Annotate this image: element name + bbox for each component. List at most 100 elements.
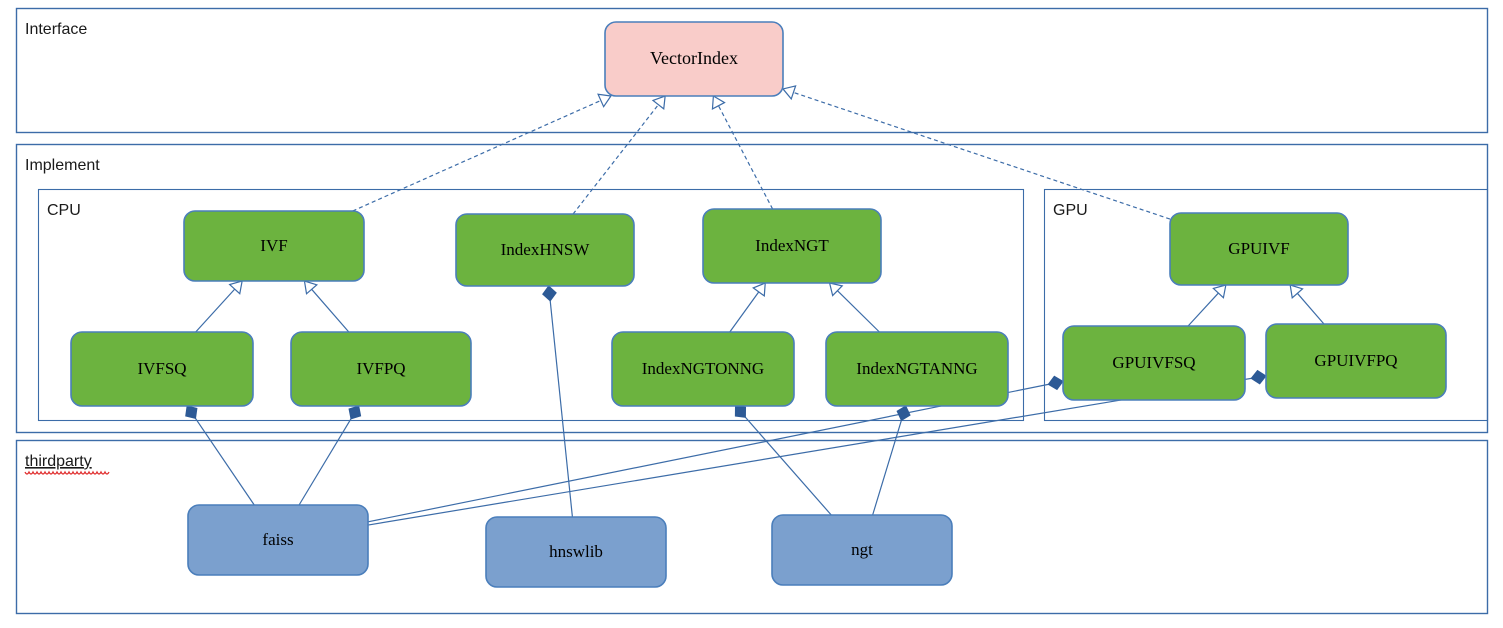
- node-box[interactable]: [455, 213, 635, 287]
- edge-ivfsq-to-ivf: [195, 280, 243, 333]
- node-indexngt[interactable]: IndexNGT: [702, 208, 882, 284]
- node-box[interactable]: [485, 516, 667, 588]
- node-box[interactable]: [183, 210, 365, 282]
- generalization-arrow-icon: [303, 280, 319, 295]
- node-label: faiss: [262, 530, 293, 549]
- composition-diamond-icon: [185, 405, 198, 420]
- realization-arrow-icon: [711, 94, 726, 110]
- node-box[interactable]: [771, 514, 953, 586]
- node-indexhnsw[interactable]: IndexHNSW: [455, 213, 635, 287]
- node-box[interactable]: [825, 331, 1009, 407]
- edge-faiss-to-gpuivfsq: [367, 375, 1064, 523]
- node-box[interactable]: [611, 331, 795, 407]
- spellcheck-underline-icon: [24, 470, 110, 475]
- node-label: GPUIVFSQ: [1112, 353, 1195, 372]
- edge-line: [572, 104, 659, 215]
- node-ivfsq[interactable]: IVFSQ: [70, 331, 254, 407]
- realization-arrow-icon: [597, 93, 612, 108]
- node-box[interactable]: [1265, 323, 1447, 399]
- edges: [185, 85, 1325, 526]
- group-label-cpu: CPU: [47, 202, 81, 219]
- group-cpu: CPU: [37, 188, 1025, 422]
- edge-line: [195, 418, 255, 506]
- edge-line: [311, 288, 350, 333]
- generalization-arrow-icon: [228, 280, 243, 295]
- node-box[interactable]: [604, 21, 784, 97]
- edge-faiss-to-ivfsq: [185, 405, 255, 506]
- group-border-interface: [15, 7, 1489, 134]
- group-label-gpu: GPU: [1053, 202, 1088, 219]
- node-label: IndexNGTANNG: [856, 359, 977, 378]
- node-gpuivfpq[interactable]: GPUIVFPQ: [1265, 323, 1447, 399]
- generalization-arrow-icon: [1212, 284, 1227, 299]
- node-gpuivf[interactable]: GPUIVF: [1169, 212, 1349, 286]
- edge-line: [1187, 292, 1219, 327]
- node-gpuivfsq[interactable]: GPUIVFSQ: [1062, 325, 1246, 401]
- group-thirdparty: thirdparty: [15, 439, 1489, 615]
- generalization-arrow-icon: [1289, 284, 1304, 299]
- edge-faiss-to-ivfpq: [298, 405, 362, 506]
- node-hnswlib[interactable]: hnswlib: [485, 516, 667, 588]
- edge-gpuivfsq-to-gpuivf: [1187, 284, 1227, 327]
- node-label: VectorIndex: [650, 48, 738, 68]
- edge-line: [1296, 292, 1325, 325]
- node-ivf[interactable]: IVF: [183, 210, 365, 282]
- node-label: GPUIVFPQ: [1314, 351, 1397, 370]
- edge-line: [352, 99, 602, 212]
- composition-diamond-icon: [542, 285, 557, 302]
- generalization-arrow-icon: [828, 282, 844, 297]
- edge-ivf-to-vectorindex: [352, 93, 612, 212]
- node-faiss[interactable]: faiss: [187, 504, 369, 576]
- realization-arrow-icon: [781, 85, 797, 101]
- edge-line: [195, 288, 236, 333]
- edge-ivfpq-to-ivf: [303, 280, 350, 333]
- edge-line: [793, 91, 1171, 220]
- edge-line: [298, 418, 352, 506]
- node-box[interactable]: [187, 504, 369, 576]
- edge-line: [367, 383, 1049, 523]
- composition-diamond-icon: [348, 405, 362, 420]
- group-border-gpu: [1043, 188, 1489, 422]
- group-label-thirdparty: thirdparty: [25, 453, 92, 470]
- edge-indexngt-to-vectorindex: [711, 94, 774, 210]
- node-ngt[interactable]: ngt: [771, 514, 953, 586]
- node-label: hnswlib: [549, 542, 603, 561]
- edge-faiss-to-gpuivfpq: [367, 369, 1267, 526]
- node-indexngtanng[interactable]: IndexNGTANNG: [825, 331, 1009, 407]
- node-box[interactable]: [290, 331, 472, 407]
- node-label: IVFSQ: [137, 359, 186, 378]
- edge-gpuivfpq-to-gpuivf: [1289, 284, 1325, 325]
- node-vectorindex[interactable]: VectorIndex: [604, 21, 784, 97]
- node-box[interactable]: [70, 331, 254, 407]
- node-box[interactable]: [1169, 212, 1349, 286]
- edge-line: [717, 105, 774, 210]
- node-label: IndexNGT: [755, 236, 829, 255]
- edge-ngt-to-indexngtanng: [872, 405, 911, 516]
- node-label: GPUIVF: [1228, 239, 1289, 258]
- group-border-thirdparty: [15, 439, 1489, 615]
- edge-line: [549, 300, 574, 518]
- realization-arrow-icon: [651, 95, 666, 111]
- edge-line: [837, 290, 880, 333]
- group-gpu: GPU: [1043, 188, 1489, 422]
- node-label: IVF: [260, 236, 287, 255]
- node-box[interactable]: [1062, 325, 1246, 401]
- group-label-implement: Implement: [25, 157, 100, 174]
- edge-line: [744, 416, 832, 516]
- edge-line: [367, 377, 1252, 526]
- edge-line: [729, 291, 760, 333]
- edge-indexngtonng-to-indexngt: [729, 282, 766, 333]
- edge-ngt-to-indexngtonng: [734, 405, 832, 516]
- node-indexngtonng[interactable]: IndexNGTONNG: [611, 331, 795, 407]
- node-label: IndexNGTONNG: [642, 359, 764, 378]
- group-interface: Interface: [15, 7, 1489, 134]
- node-ivfpq[interactable]: IVFPQ: [290, 331, 472, 407]
- node-box[interactable]: [702, 208, 882, 284]
- node-label: ngt: [851, 540, 873, 559]
- composition-diamond-icon: [734, 405, 747, 418]
- edge-hnswlib-to-indexhnsw: [542, 285, 574, 518]
